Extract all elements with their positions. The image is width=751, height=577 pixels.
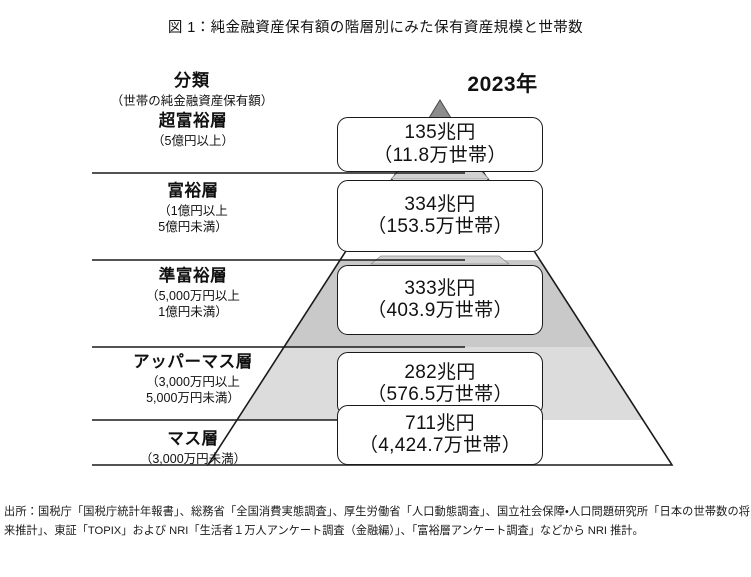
classification-header-subtitle: （世帯の純金融資産保有額）: [110, 94, 274, 109]
tier-range: （3,000万円以上 5,000万円未満）: [146, 374, 240, 405]
tier-label-fuyu: 富裕層 （1億円以上 5億円未満）: [62, 182, 324, 235]
tier-name: アッパーマス層: [133, 353, 253, 371]
value-amount: 282兆円: [404, 361, 476, 383]
value-amount: 333兆円: [404, 277, 476, 299]
value-box-mass: 711兆円 （4,424.7万世帯）: [337, 405, 543, 465]
value-households: （4,424.7万世帯）: [359, 435, 521, 456]
value-households: （403.9万世帯）: [367, 300, 513, 321]
tier-name: 超富裕層: [158, 112, 228, 130]
classification-header: 分類 （世帯の純金融資産保有額）: [62, 70, 322, 110]
tier-name: 富裕層: [167, 182, 219, 200]
value-households: （11.8万世帯）: [373, 144, 507, 166]
value-amount: 135兆円: [404, 122, 476, 144]
tier-label-mass: マス層 （3,000万円未満）: [62, 430, 324, 467]
tier-label-junfuyu: 準富裕層 （5,000万円以上 1億円未満）: [62, 267, 324, 320]
value-amount: 711兆円: [405, 412, 475, 434]
value-households: （576.5万世帯）: [367, 384, 513, 405]
figure-title: 図 1：純金融資産保有額の階層別にみた保有資産規模と世帯数: [167, 20, 584, 36]
source-footnote: 出所：国税庁「国税庁統計年報書」、総務省「全国消費実態調査」、厚生労働省「人口動…: [4, 506, 750, 538]
value-box-chofuyu: 135兆円 （11.8万世帯）: [337, 117, 543, 172]
pyramid-chart: 分類 （世帯の純金融資産保有額） 2023年 超富裕層: [0, 60, 751, 485]
value-amount: 334兆円: [404, 193, 476, 215]
pyramid-apex-icon: [428, 99, 452, 119]
value-households: （153.5万世帯）: [367, 216, 513, 237]
classification-header-title: 分類: [174, 71, 210, 90]
tier-name: 準富裕層: [158, 267, 228, 285]
tier-name: マス層: [167, 430, 219, 448]
tier-range: （5,000万円以上 1億円未満）: [146, 288, 240, 319]
value-box-junfuyu: 333兆円 （403.9万世帯）: [337, 265, 543, 335]
tier-range: （3,000万円未満）: [139, 451, 247, 466]
tier-range: （1億円以上 5億円未満）: [158, 203, 228, 234]
tier-label-chofuyu: 超富裕層 （5億円以上）: [62, 112, 324, 149]
tier-label-uppermass: アッパーマス層 （3,000万円以上 5,000万円未満）: [62, 353, 324, 406]
box-connector-1: [390, 170, 490, 180]
year-header: 2023年: [467, 73, 538, 96]
tier-range: （5億円以上）: [152, 133, 234, 148]
value-box-fuyu: 334兆円 （153.5万世帯）: [337, 180, 543, 252]
pyramid-outline: [206, 103, 674, 466]
